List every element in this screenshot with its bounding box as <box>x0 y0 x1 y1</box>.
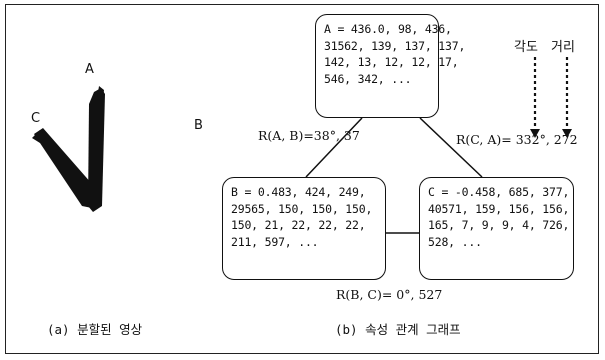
node-b: B = 0.483, 424, 249, 29565, 150, 150, 15… <box>222 177 386 280</box>
segment-a <box>88 88 105 212</box>
segment-c-edge <box>32 130 46 143</box>
legend-angle: 각도 <box>514 40 538 55</box>
shape-label-c: C <box>31 111 41 126</box>
angle-arrow-head <box>530 129 540 138</box>
legend-distance: 거리 <box>551 40 575 55</box>
shape-label-b: B <box>194 118 203 133</box>
node-a: A = 436.0, 98, 436, 31562, 139, 137, 137… <box>315 14 465 118</box>
figure-frame <box>5 4 599 354</box>
relation-ab: R(A, B)=38°, 37 <box>258 128 360 143</box>
edge-a-b <box>305 117 363 178</box>
shape-label-a: A <box>85 62 94 77</box>
segmented-shape <box>32 86 105 212</box>
node-c: C = -0.458, 685, 377, 40571, 159, 156, 1… <box>419 177 574 280</box>
caption-right: (b) 속성 관계 그래프 <box>335 322 461 337</box>
distance-arrow-head <box>562 129 572 138</box>
caption-left: (a) 분할된 영상 <box>47 322 143 337</box>
relation-bc: R(B, C)= 0°, 527 <box>336 287 443 302</box>
segment-c <box>34 128 92 208</box>
relation-ca: R(C, A)= 332°, 272 <box>456 132 578 147</box>
edge-a-c <box>419 117 483 178</box>
segment-a-rough <box>97 86 104 100</box>
